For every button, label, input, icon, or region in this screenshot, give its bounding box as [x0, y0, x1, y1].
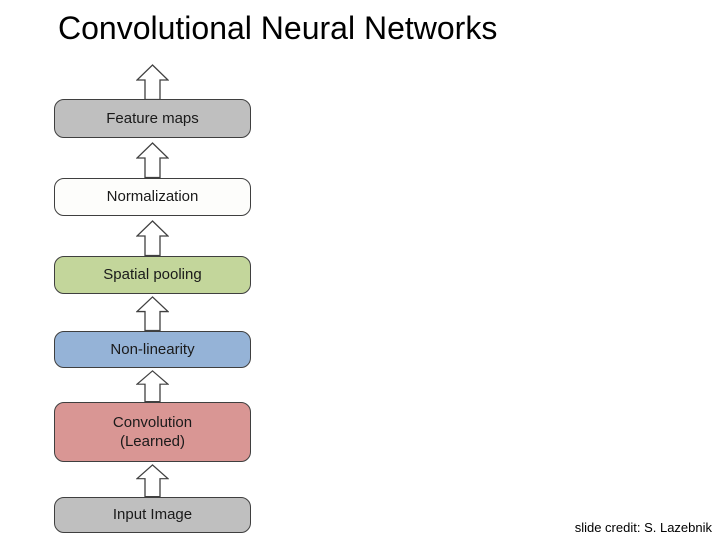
up-arrow-icon — [136, 64, 169, 100]
up-arrow-icon — [136, 464, 169, 497]
layer-box-non-linearity: Non-linearity — [54, 331, 251, 368]
up-arrow-icon — [136, 370, 169, 402]
slide-credit: slide credit: S. Lazebnik — [574, 520, 712, 535]
up-arrow-icon — [136, 296, 169, 331]
layer-box-input-image: Input Image — [54, 497, 251, 533]
layer-box-feature-maps: Feature maps — [54, 99, 251, 138]
up-arrow-icon — [136, 220, 169, 256]
layer-box-convolution: Convolution (Learned) — [54, 402, 251, 462]
up-arrow-icon — [136, 142, 169, 178]
layer-box-spatial-pooling: Spatial pooling — [54, 256, 251, 294]
layer-box-normalization: Normalization — [54, 178, 251, 216]
page-title: Convolutional Neural Networks — [58, 10, 498, 46]
